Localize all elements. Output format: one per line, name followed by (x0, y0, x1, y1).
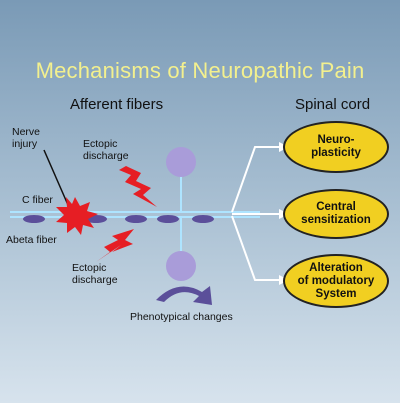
phenotypical-changes-label: Phenotypical changes (130, 311, 233, 323)
diagram-title: Mechanisms of Neuropathic Pain (35, 58, 365, 83)
outcome-modulatory-system-label: Alteration of modulatory System (297, 261, 375, 300)
outcome-neuroplasticity: Neuro- plasticity (283, 121, 389, 173)
fiber-node (192, 215, 214, 223)
abeta-fiber-label: Abeta fiber (6, 234, 57, 246)
phenotypical-arrow (156, 286, 212, 305)
upper-neuron-soma (166, 147, 196, 177)
fiber-node (23, 215, 45, 223)
ectopic-discharge-lightning-icon-top (119, 166, 157, 207)
ectopic-discharge-top-label: Ectopic discharge (83, 138, 129, 162)
lower-neuron-soma (166, 251, 196, 281)
ectopic-discharge-lightning-icon-bottom (96, 229, 134, 262)
branch-line-top (231, 146, 282, 213)
outcome-neuroplasticity-label: Neuro- plasticity (311, 134, 361, 159)
spinal-cord-heading: Spinal cord (295, 96, 371, 113)
fiber-node (157, 215, 179, 223)
outcome-central-sensitization: Central sensitization (283, 189, 389, 239)
branch-line-bottom (231, 215, 282, 281)
ectopic-discharge-bottom-label: Ectopic discharge (72, 262, 118, 286)
outcome-modulatory-system: Alteration of modulatory System (283, 254, 389, 308)
nerve-injury-pointer (43, 149, 69, 206)
nerve-injury-burst-icon (56, 197, 98, 235)
fiber-node (125, 215, 147, 223)
nerve-injury-label: Nerve injury (12, 126, 41, 150)
outcome-central-sensitization-label: Central sensitization (301, 201, 371, 226)
c-fiber-label: C fiber (22, 194, 53, 206)
afferent-fibers-heading: Afferent fibers (70, 96, 164, 113)
